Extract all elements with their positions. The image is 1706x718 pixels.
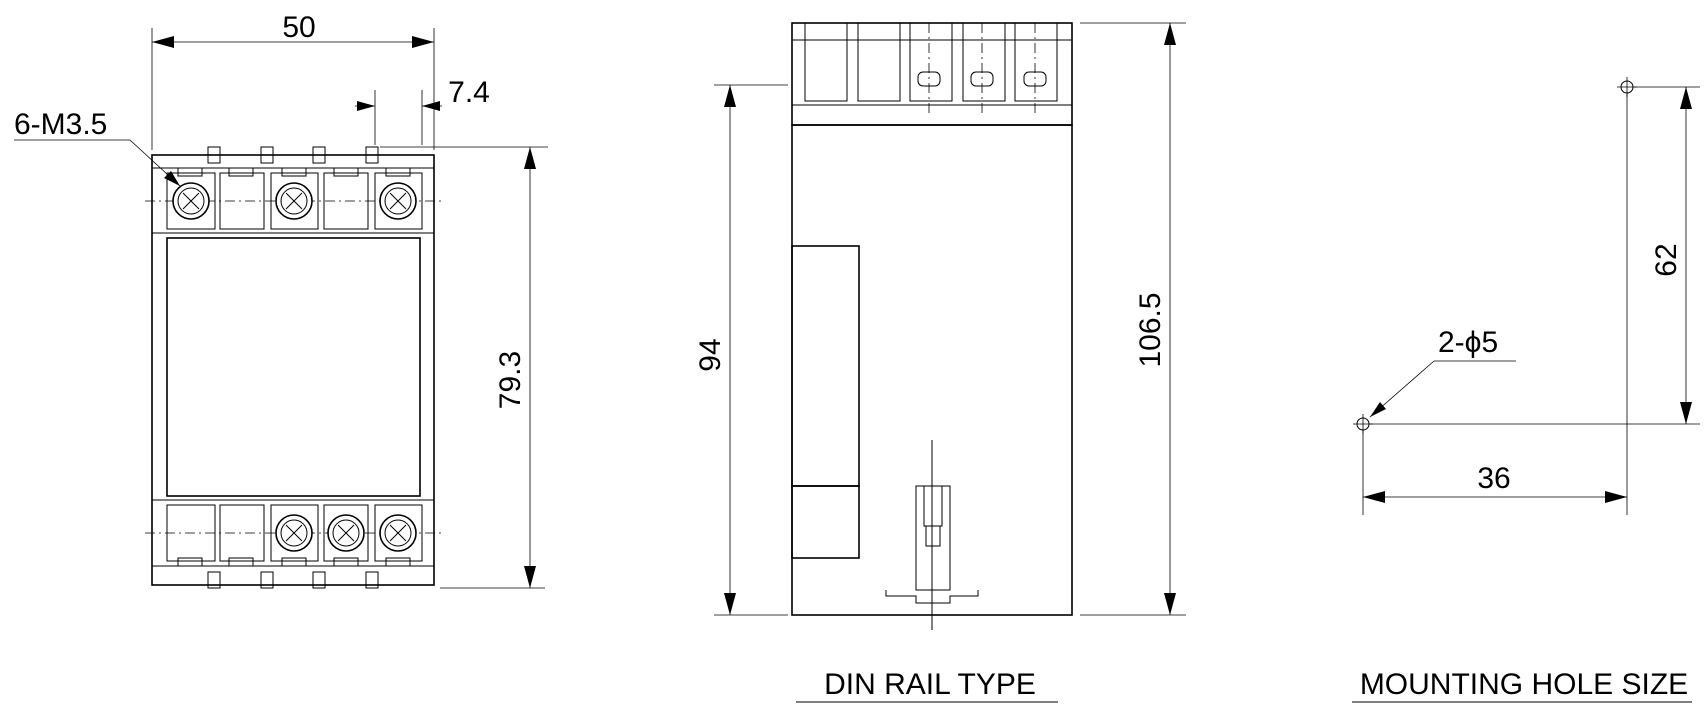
dim-total-106-5: 106.5: [1080, 22, 1186, 616]
screw-spec-label: 6-M3.5: [14, 108, 107, 141]
hole-size-callout: 2-ϕ5: [1369, 326, 1516, 418]
screw-callout: 6-M3.5: [14, 108, 181, 187]
din-clip: [885, 440, 979, 630]
dim-vertical-62: 62: [1650, 87, 1692, 424]
front-panel: [166, 237, 421, 497]
dim-height-79-3: 79.3: [440, 147, 545, 589]
front-body-outline: [151, 154, 435, 586]
bottom-terminals: [145, 504, 444, 589]
din-rail-caption: DIN RAIL TYPE: [824, 668, 1036, 701]
vertical-spacing-label: 62: [1650, 243, 1683, 276]
mounting-hole-caption: MOUNTING HOLE SIZE: [1360, 668, 1688, 701]
dim-width-50: 50: [151, 11, 435, 150]
front-view: 50 7.4 6-M3.5 79.3: [14, 11, 548, 589]
pitch-label: 7.4: [448, 76, 490, 109]
dim-body-94: 94: [694, 84, 788, 616]
side-view: 94 106.5 DIN RAIL TYPE: [694, 22, 1186, 703]
horizontal-spacing-label: 36: [1477, 462, 1510, 495]
total-height-label: 106.5: [1134, 292, 1167, 367]
dim-pitch-7-4: 7.4: [355, 76, 548, 148]
dim-horizontal-36: 36: [1363, 462, 1627, 503]
front-width-label: 50: [282, 11, 315, 44]
top-terminals: [145, 146, 444, 230]
mounting-view: 62 36 2-ϕ5 MOUNTING HOLE SIZE: [1352, 77, 1700, 703]
front-height-label: 79.3: [494, 351, 527, 409]
hole-size-label: 2-ϕ5: [1438, 326, 1498, 359]
body-height-label: 94: [694, 338, 727, 371]
